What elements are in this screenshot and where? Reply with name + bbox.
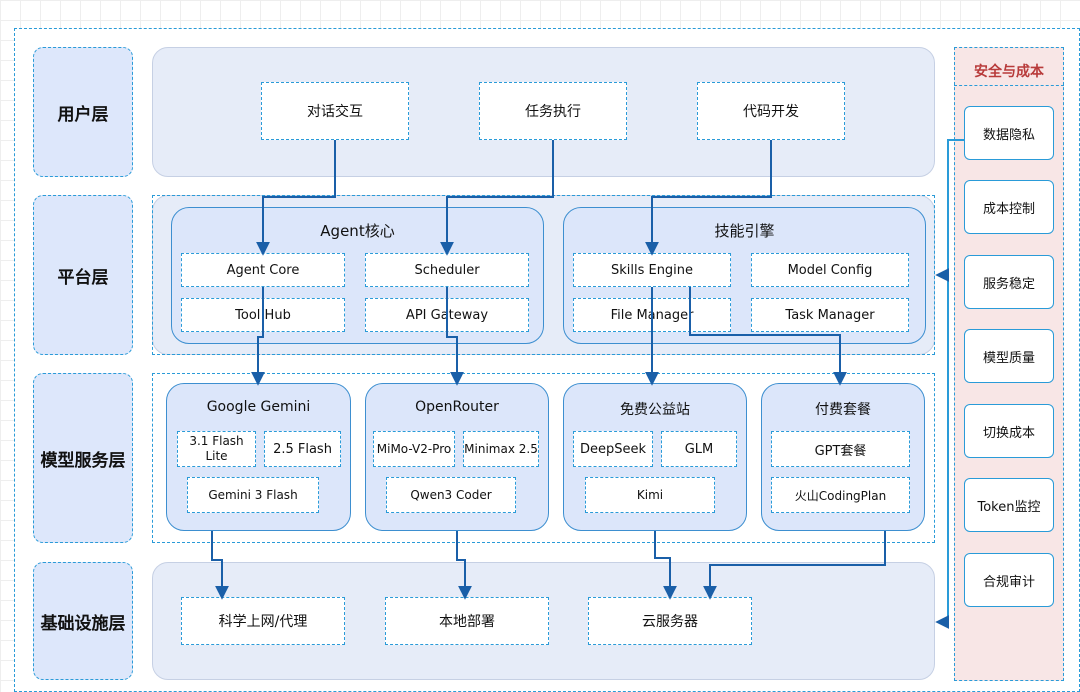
side-item-privacy: 数据隐私 [964,106,1054,160]
user-item-code-text: 代码开发 [743,104,799,120]
file-manager-box: File Manager [573,298,731,332]
glm-text: GLM [684,441,714,457]
model-config-box: Model Config [751,253,909,287]
group-agent-core-title: Agent核心 [320,222,395,240]
agent-core-text: Agent Core [226,262,300,278]
user-item-task-text: 任务执行 [525,104,581,120]
side-item-stability: 服务稳定 [964,255,1054,309]
group-skills-title: 技能引擎 [714,222,775,240]
minimax-text: Minimax 2.5 [464,442,538,456]
gemini-25-flash-text: 2.5 Flash [273,441,332,457]
side-title-divider [954,85,1064,86]
infra-cloud-text: 云服务器 [642,614,698,630]
layer-model-text: 模型服务层 [40,450,126,471]
glm-box: GLM [661,431,737,467]
tool-hub-text: Tool Hub [235,307,291,323]
gpt-plan-box: GPT套餐 [771,431,910,467]
group-free-title: 免费公益站 [620,402,690,418]
gemini-flash-lite-box: 3.1 Flash Lite [177,431,256,467]
group-openrouter-title: OpenRouter [415,399,499,415]
task-manager-box: Task Manager [751,298,909,332]
file-manager-text: File Manager [610,307,694,323]
side-item-cost: 成本控制 [964,180,1054,234]
mimo-text: MiMo-V2-Pro [376,442,452,456]
group-paid-title: 付费套餐 [815,402,871,418]
gemini-3-flash-box: Gemini 3 Flash [187,477,319,513]
gemini-flash-lite-text: 3.1 Flash Lite [189,434,244,463]
kimi-box: Kimi [585,477,715,513]
infra-proxy-text: 科学上网/代理 [218,614,308,630]
api-gateway-text: API Gateway [405,307,489,323]
api-gateway-box: API Gateway [365,298,529,332]
side-item-quality-text: 模型质量 [982,350,1035,366]
layer-label-platform: 平台层 [33,195,133,355]
volcano-plan-text: 火山CodingPlan [794,488,887,503]
user-item-task: 任务执行 [479,82,627,140]
side-item-token: Token监控 [964,478,1054,532]
minimax-box: Minimax 2.5 [463,431,539,467]
side-item-token-text: Token监控 [977,499,1041,515]
scheduler-text: Scheduler [414,262,480,278]
user-item-chat: 对话交互 [261,82,409,140]
infra-local-box: 本地部署 [385,597,549,645]
deepseek-box: DeepSeek [573,431,653,467]
side-item-switch-cost: 切换成本 [964,404,1054,458]
user-item-chat-text: 对话交互 [307,104,363,120]
layer-infra-text: 基础设施层 [40,613,126,634]
model-layer-outline [152,373,935,543]
mimo-box: MiMo-V2-Pro [373,431,455,467]
side-title: 安全与成本 [974,64,1044,80]
scheduler-box: Scheduler [365,253,529,287]
layer-label-model: 模型服务层 [33,373,133,543]
side-item-switch-cost-text: 切换成本 [982,425,1035,441]
side-item-stability-text: 服务稳定 [982,276,1035,292]
qwen3-coder-text: Qwen3 Coder [410,488,492,502]
side-item-audit: 合规审计 [964,553,1054,607]
infra-proxy-box: 科学上网/代理 [181,597,345,645]
gpt-plan-text: GPT套餐 [814,443,867,459]
deepseek-text: DeepSeek [579,441,647,457]
task-manager-text: Task Manager [785,307,875,323]
tool-hub-box: Tool Hub [181,298,345,332]
skills-engine-text: Skills Engine [610,262,694,278]
gemini-25-flash-box: 2.5 Flash [264,431,341,467]
agent-core-box: Agent Core [181,253,345,287]
layer-user-text: 用户层 [57,104,109,125]
volcano-plan-box: 火山CodingPlan [771,477,910,513]
qwen3-coder-box: Qwen3 Coder [386,477,516,513]
model-config-text: Model Config [787,262,873,278]
infra-local-text: 本地部署 [439,614,495,630]
layer-label-user: 用户层 [33,47,133,177]
side-item-cost-text: 成本控制 [982,201,1035,217]
side-item-quality: 模型质量 [964,329,1054,383]
kimi-text: Kimi [636,488,664,502]
group-gemini-title: Google Gemini [206,399,311,415]
side-item-audit-text: 合规审计 [982,574,1035,590]
side-item-privacy-text: 数据隐私 [982,127,1035,143]
gemini-3-flash-text: Gemini 3 Flash [208,488,298,502]
skills-engine-box: Skills Engine [573,253,731,287]
layer-platform-text: 平台层 [57,267,109,288]
layer-label-infra: 基础设施层 [33,562,133,680]
user-item-code: 代码开发 [697,82,845,140]
infra-cloud-box: 云服务器 [588,597,752,645]
